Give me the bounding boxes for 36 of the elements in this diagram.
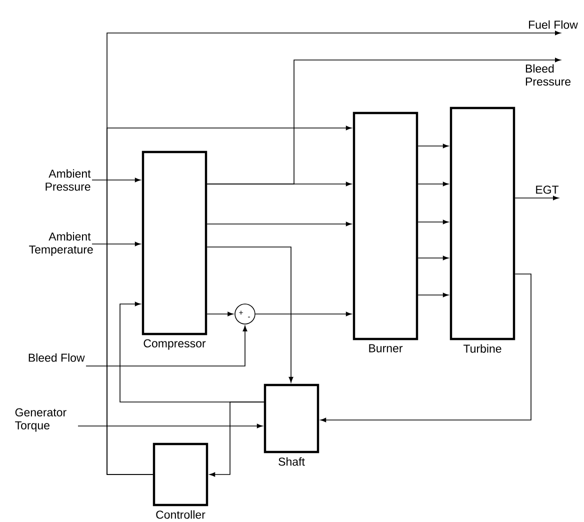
signal-arrow xyxy=(206,58,561,184)
signal-arrow xyxy=(78,424,263,428)
signal-arrow xyxy=(418,144,449,148)
process-block: Controller xyxy=(152,442,208,519)
signal-arrow xyxy=(255,312,352,316)
node-label: Turbine xyxy=(463,344,502,353)
signal-arrow xyxy=(514,196,559,200)
node-label: Burner xyxy=(369,344,403,352)
signal-arrow xyxy=(92,242,141,246)
signal-label: Generator Torque xyxy=(15,408,66,432)
signal-arrow xyxy=(106,126,352,475)
signal-label: Bleed Flow xyxy=(28,353,85,362)
signal-arrow xyxy=(418,256,449,260)
signal-label: Fuel Flow xyxy=(529,20,578,29)
node-label: Shaft xyxy=(278,457,305,466)
signal-arrow xyxy=(418,292,449,298)
signal-arrow xyxy=(206,312,234,316)
signal-arrow xyxy=(92,178,141,182)
process-block: Shaft xyxy=(264,384,320,466)
signal-label: Ambient Temperature xyxy=(29,232,93,256)
signal-arrow xyxy=(418,220,449,224)
node-label: Compressor xyxy=(144,339,206,350)
signal-arrow xyxy=(206,246,294,383)
signal-arrow xyxy=(209,402,264,477)
signal-label: EGT xyxy=(536,186,559,194)
node-label: Controller xyxy=(156,510,206,519)
signal-label: Bleed Pressure xyxy=(526,64,570,86)
process-block: Burner xyxy=(352,112,418,352)
process-block: Turbine xyxy=(450,106,516,353)
process-block: Compressor xyxy=(142,150,208,350)
signal-label: Ambient Pressure xyxy=(46,169,91,191)
signal-arrow xyxy=(320,274,532,422)
summing-junction: + - xyxy=(234,304,256,324)
signal-arrow xyxy=(418,182,449,186)
signal-arrow xyxy=(86,326,248,366)
signal-arrow xyxy=(206,222,352,226)
